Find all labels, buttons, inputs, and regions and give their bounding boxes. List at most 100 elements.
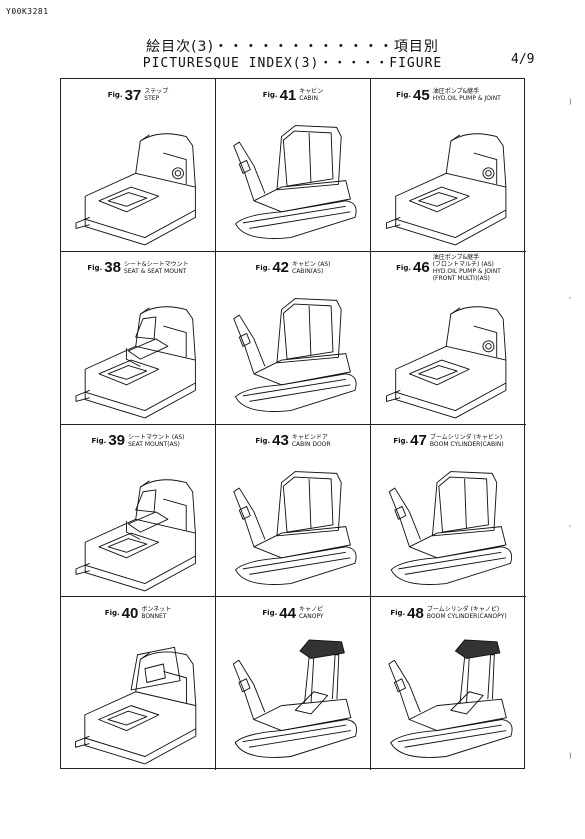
figure-number: 42 bbox=[272, 259, 290, 277]
index-title-japanese: 絵目次(3)・・・・・・・・・・・・項目別 bbox=[146, 39, 439, 55]
margin-mark: ) bbox=[569, 752, 572, 760]
figure-name-line: CABIN DOOR bbox=[291, 440, 331, 448]
figure-prefix: Fig. bbox=[390, 609, 406, 618]
excavator-illustration bbox=[75, 478, 196, 591]
figure-names: キャビン (AS)CABIN(AS) bbox=[292, 261, 331, 275]
figure-drawing[interactable] bbox=[67, 627, 209, 766]
figure-name-line: (FRONT MULTI)(AS) bbox=[432, 274, 490, 282]
margin-mark: ) bbox=[569, 98, 572, 106]
page-number: 4/9 bbox=[511, 52, 535, 67]
figure-drawing[interactable] bbox=[67, 109, 209, 247]
figure-name-line: 油圧ポンプ&継手 bbox=[432, 253, 480, 261]
figure-drawing[interactable] bbox=[377, 282, 520, 420]
figure-prefix: Fig. bbox=[255, 263, 271, 272]
figure-drawing[interactable] bbox=[222, 282, 364, 420]
figure-prefix: Fig. bbox=[87, 263, 103, 272]
figure-drawing[interactable] bbox=[377, 109, 520, 247]
figure-names: ブームシリンダ (キャノピ)BOOM CYLINDER(CANOPY) bbox=[427, 606, 507, 620]
figure-prefix: Fig. bbox=[396, 91, 411, 99]
figure-number: 47 bbox=[410, 432, 427, 449]
figure-prefix: Fig. bbox=[393, 436, 409, 445]
excavator-illustration bbox=[386, 306, 507, 419]
document-id: Y00K3281 bbox=[6, 7, 49, 16]
figure-names: ブームシリンダ (キャビン)BOOM CYLINDER(CABIN) bbox=[430, 434, 504, 448]
figure-name-line: ブームシリンダ (キャノピ) bbox=[426, 606, 500, 614]
figure-prefix: Fig. bbox=[107, 91, 123, 99]
figure-drawing[interactable] bbox=[222, 627, 364, 766]
figure-name-line: ボンネット bbox=[141, 606, 172, 614]
figure-drawing[interactable] bbox=[222, 455, 364, 593]
figure-names: 油圧ポンプ&継手(フロントマルチ) (AS)HYD.OIL PUMP & JOI… bbox=[433, 254, 501, 282]
figure-name-line: キャビンドア bbox=[291, 433, 328, 441]
figure-name-line: キャノピ bbox=[298, 606, 323, 614]
excavator-illustration bbox=[233, 297, 357, 412]
figure-number: 43 bbox=[272, 432, 289, 449]
excavator-illustration bbox=[388, 470, 513, 585]
figure-name-line: SEAT MOUNT(AS) bbox=[128, 440, 180, 448]
excavator-illustration bbox=[386, 133, 507, 246]
figure-name-line: シートマウント (AS) bbox=[128, 433, 185, 441]
figure-name-line: CANOPY bbox=[298, 613, 324, 621]
figure-name-line: HYD.OIL PUMP & JOINT bbox=[432, 267, 501, 275]
figure-name-line: BONNET bbox=[141, 613, 167, 621]
excavator-illustration bbox=[388, 639, 513, 759]
figure-drawing[interactable] bbox=[222, 109, 364, 247]
figure-drawing[interactable] bbox=[67, 282, 209, 420]
figure-drawing[interactable] bbox=[67, 455, 209, 593]
figure-name-line: 油圧ポンプ&継手 bbox=[432, 88, 480, 95]
figure-name-line: SEAT & SEAT MOUNT bbox=[123, 267, 187, 275]
figure-name-line: STEP bbox=[144, 95, 160, 102]
figure-number: 40 bbox=[121, 604, 139, 622]
figure-prefix: Fig. bbox=[104, 609, 120, 618]
margin-mark: ' bbox=[569, 296, 571, 304]
excavator-illustration bbox=[75, 306, 196, 419]
figure-name-line: シート&シートマウント bbox=[123, 260, 189, 268]
figure-number: 39 bbox=[108, 432, 126, 449]
margin-mark: ' bbox=[569, 524, 571, 532]
figure-name-line: ブームシリンダ (キャビン) bbox=[429, 433, 503, 441]
figure-drawing[interactable] bbox=[377, 455, 520, 593]
figure-number: 48 bbox=[407, 604, 424, 622]
figure-prefix: Fig. bbox=[262, 91, 278, 99]
figure-name-line: BOOM CYLINDER(CANOPY) bbox=[426, 613, 507, 621]
figure-number: 41 bbox=[279, 86, 297, 104]
excavator-illustration bbox=[233, 125, 357, 239]
index-title-english: PICTURESQUE INDEX(3)・・・・・FIGURE bbox=[142, 56, 443, 71]
figure-name-line: HYD.OIL PUMP & JOINT bbox=[432, 95, 501, 102]
figure-name-line: BOOM CYLINDER(CABIN) bbox=[429, 440, 504, 448]
figure-number: 44 bbox=[279, 604, 296, 622]
excavator-illustration bbox=[75, 133, 196, 246]
figure-name-line: キャビン bbox=[299, 88, 324, 95]
excavator-illustration bbox=[75, 647, 197, 765]
figure-names: シートマウント (AS)SEAT MOUNT(AS) bbox=[128, 434, 185, 448]
figure-drawing[interactable] bbox=[377, 627, 520, 766]
figure-number: 37 bbox=[124, 86, 142, 104]
